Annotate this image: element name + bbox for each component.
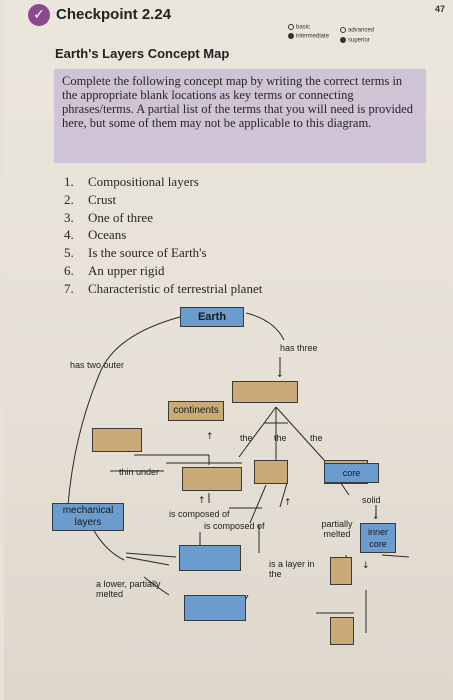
- circle-filled-icon: [340, 37, 346, 43]
- circle-filled-icon: [288, 33, 294, 39]
- label-the: the: [274, 433, 287, 443]
- node-core: core: [324, 463, 379, 483]
- node-mechanical-layers: mechanical layers: [52, 503, 124, 531]
- page-title: Earth's Layers Concept Map: [55, 46, 230, 61]
- blank-box[interactable]: [92, 428, 142, 452]
- page-number: 47: [434, 4, 445, 14]
- svg-text:↑: ↑: [198, 496, 206, 506]
- label-thin-under: thin under: [119, 467, 160, 477]
- legend-item-intermediate: intermediate: [288, 33, 329, 40]
- label-is-composed-of: is composed of: [169, 509, 230, 519]
- label-is-composed-of: is composed of: [204, 521, 265, 531]
- label-has-two-outer: has two outer: [70, 360, 125, 370]
- legend-item-basic: basic: [288, 24, 310, 31]
- difficulty-legend: basic intermediate advanced superior: [288, 24, 374, 56]
- concept-map: ↓ ↑ ↓ ↑ ↑ ↓ ↓ ↓ Earth has three has two …: [4, 295, 453, 700]
- svg-text:↑: ↑: [284, 498, 292, 508]
- svg-text:↑: ↑: [206, 432, 214, 442]
- node-continents: continents: [168, 401, 224, 421]
- svg-text:↓: ↓: [362, 561, 370, 571]
- list-item: 2.Crust: [64, 191, 117, 207]
- label-is-a-layer-in-the: is a layer in the: [269, 559, 315, 579]
- circle-outline-icon: [340, 27, 346, 33]
- label-a-lower-partially-melted: a lower, partially melted: [96, 579, 161, 599]
- instructions-box: Complete the following concept map by wr…: [54, 69, 426, 163]
- list-item: 3.One of three: [64, 209, 153, 225]
- label-partially-melted: partially melted: [321, 519, 353, 539]
- blank-box[interactable]: [330, 617, 354, 645]
- label-has-three: has three: [280, 343, 318, 353]
- node-earth: Earth: [180, 307, 244, 327]
- list-item: 6.An upper rigid: [64, 262, 165, 278]
- list-item: 7.Characteristic of terrestrial planet: [64, 280, 263, 296]
- blank-box[interactable]: [182, 467, 242, 491]
- workbook-page: 47 ✓ Checkpoint 2.24 Earth's Layers Conc…: [4, 0, 453, 700]
- label-the: the: [310, 433, 323, 443]
- checkmark-icon: ✓: [28, 4, 50, 26]
- blank-box[interactable]: [254, 460, 288, 484]
- list-item: 1.Compositional layers: [64, 174, 199, 189]
- blank-box[interactable]: [179, 545, 241, 571]
- label-solid: solid: [362, 495, 381, 505]
- blank-box[interactable]: [330, 557, 352, 585]
- label-the: the: [240, 433, 253, 443]
- svg-text:↓: ↓: [276, 370, 284, 380]
- term-list: 1.Compositional layers 2.Crust 3.One of …: [64, 173, 262, 298]
- blank-box[interactable]: [184, 595, 246, 621]
- connector-lines: ↓ ↑ ↓ ↑ ↑ ↓ ↓ ↓: [67, 312, 410, 633]
- list-item: 4.Oceans: [64, 227, 127, 243]
- legend-item-superior: superior: [340, 37, 370, 44]
- svg-text:↓: ↓: [372, 512, 380, 522]
- instructions-text: Complete the following concept map by wr…: [62, 74, 413, 130]
- node-inner-core: inner core: [360, 523, 396, 553]
- checkpoint-title: Checkpoint 2.24: [56, 6, 172, 23]
- list-item: 5.Is the source of Earth's: [64, 245, 207, 261]
- blank-box[interactable]: [232, 381, 298, 403]
- legend-item-advanced: advanced: [340, 27, 374, 34]
- circle-outline-icon: [288, 24, 294, 30]
